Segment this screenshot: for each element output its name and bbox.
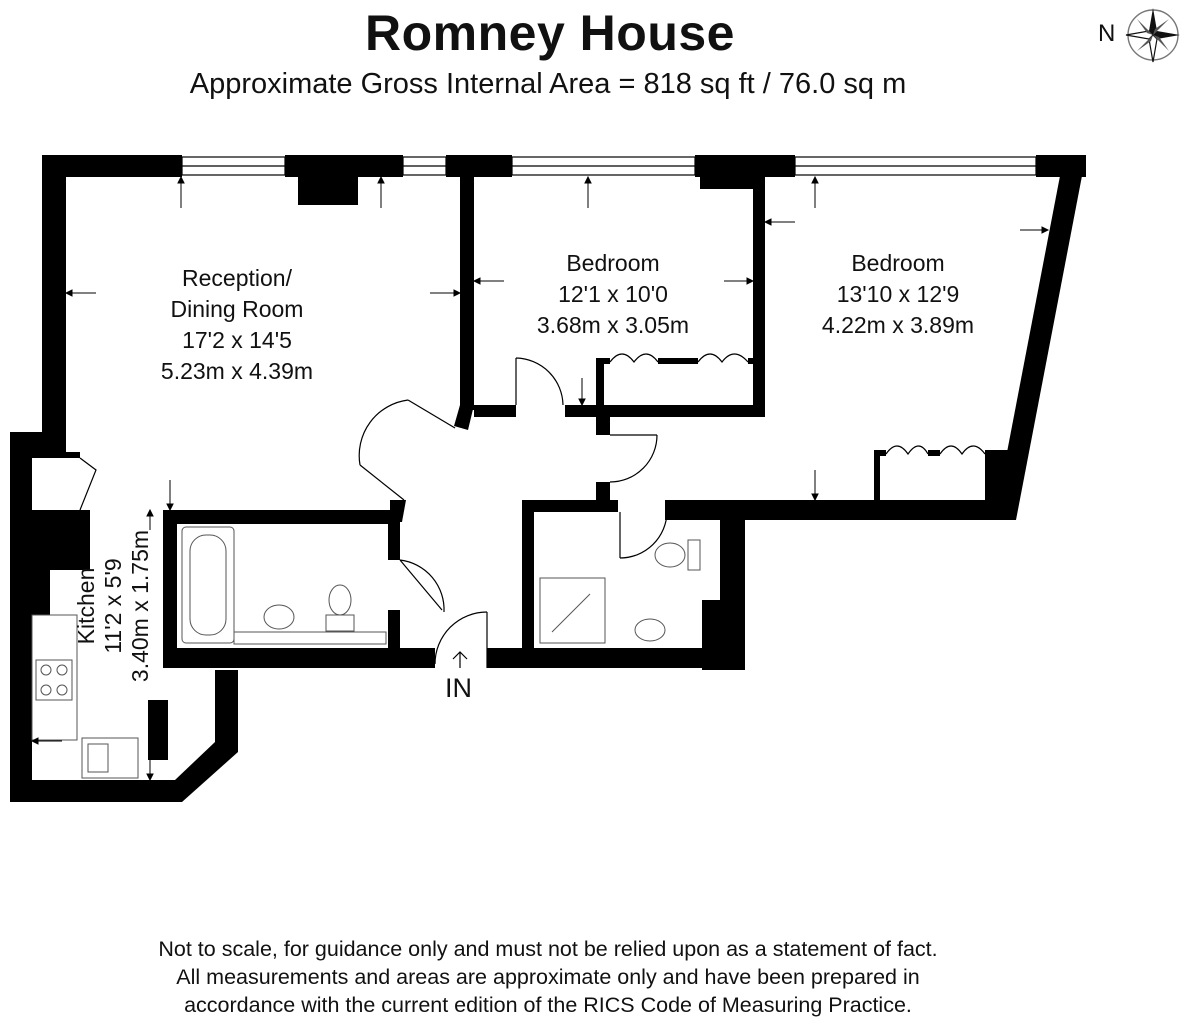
north-label: N xyxy=(1098,20,1116,47)
bedroom-2-name: Bedroom xyxy=(851,250,945,276)
bathroom-toilet xyxy=(328,584,352,616)
bedroom-2-label: Bedroom 13'10 x 12'9 4.22m x 3.89m xyxy=(783,248,1013,341)
kitchen-label: Kitchen 11'2 x 5'9 3.40m x 1.75m xyxy=(73,516,169,696)
bedroom-1-imperial: 12'1 x 10'0 xyxy=(558,281,668,307)
reception-imperial: 17'2 x 14'5 xyxy=(182,327,292,353)
kitchen-name: Kitchen xyxy=(73,567,99,645)
shower-room-basin xyxy=(634,618,666,642)
dimension-arrows xyxy=(30,175,1050,782)
interior-walls xyxy=(30,165,940,668)
bedroom-2-metric: 4.22m x 3.89m xyxy=(821,312,975,338)
reception-metric: 5.23m x 4.39m xyxy=(160,358,314,384)
plan-title: Romney House xyxy=(365,5,735,61)
kitchen-counter xyxy=(31,614,78,741)
reception-name-line1: Reception/ xyxy=(182,265,292,291)
disclaimer: Not to scale, for guidance only and must… xyxy=(0,935,1096,1019)
kitchen-imperial: 11'2 x 5'9 xyxy=(100,558,126,654)
hob xyxy=(35,659,73,701)
kitchen-sink xyxy=(81,737,139,779)
disclaimer-line-1: Not to scale, for guidance only and must… xyxy=(158,937,938,961)
exterior-walls xyxy=(10,155,1086,802)
kitchen-metric: 3.40m x 1.75m xyxy=(127,529,153,683)
shower-tray xyxy=(539,577,606,644)
compass-rose-icon xyxy=(1125,8,1180,63)
windows xyxy=(181,156,1037,176)
reception-room-label: Reception/ Dining Room 17'2 x 14'5 5.23m… xyxy=(122,263,352,387)
entrance-arrow-icon xyxy=(452,651,468,668)
bathroom-basin xyxy=(263,604,295,630)
bathtub xyxy=(181,526,235,644)
shower-room-toilet xyxy=(654,542,686,568)
gross-area-subtitle: Approximate Gross Internal Area = 818 sq… xyxy=(189,68,907,100)
bedroom-1-name: Bedroom xyxy=(566,250,660,276)
door-swings xyxy=(79,353,986,668)
disclaimer-line-3: accordance with the current edition of t… xyxy=(184,993,912,1017)
disclaimer-line-2: All measurements and areas are approxima… xyxy=(176,965,920,989)
bedroom-1-metric: 3.68m x 3.05m xyxy=(536,312,690,338)
fixtures xyxy=(31,526,701,779)
bedroom-2-imperial: 13'10 x 12'9 xyxy=(836,281,960,307)
bathroom-counter xyxy=(233,631,387,645)
reception-name-line2: Dining Room xyxy=(170,296,304,322)
bedroom-1-label: Bedroom 12'1 x 10'0 3.68m x 3.05m xyxy=(498,248,728,341)
entrance-label: IN xyxy=(445,673,472,703)
